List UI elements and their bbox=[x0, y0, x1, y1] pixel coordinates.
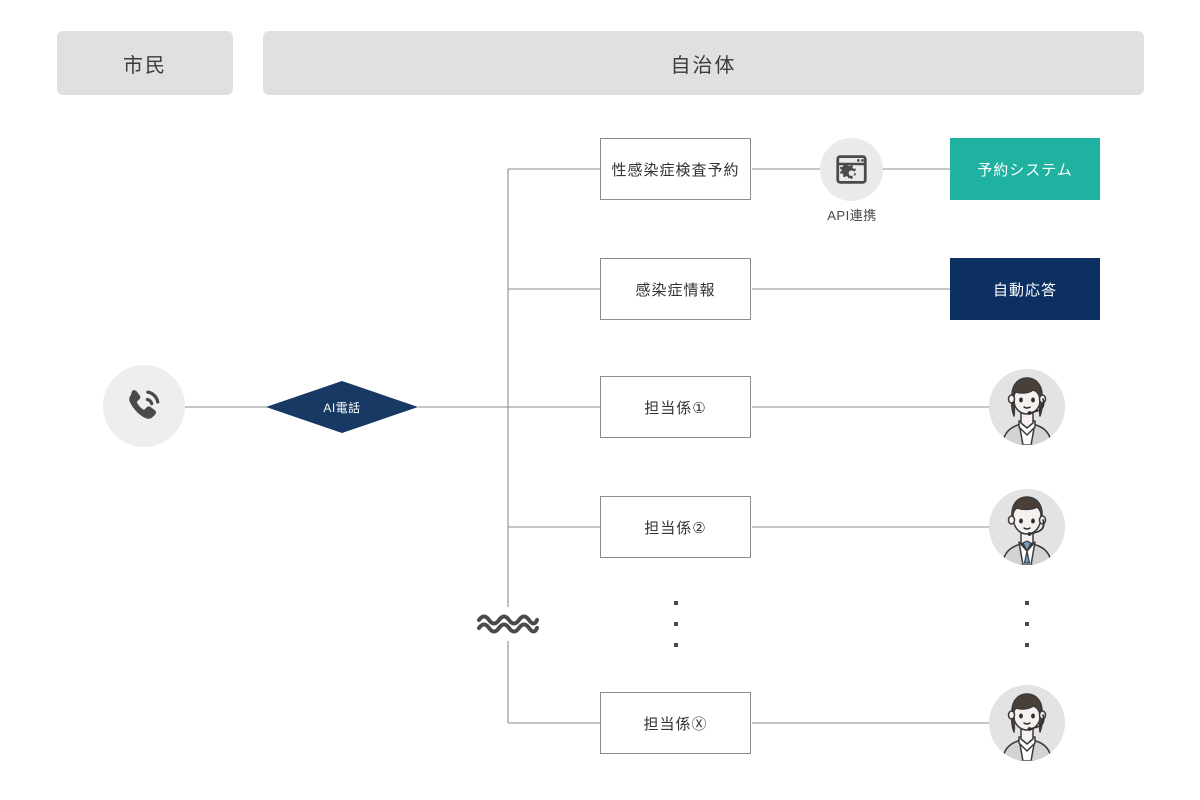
lane-header-government: 自治体 bbox=[263, 31, 1144, 95]
ellipsis-dot bbox=[674, 601, 678, 605]
ellipsis-dot bbox=[674, 643, 678, 647]
api-integration-caption: API連携 bbox=[827, 208, 877, 223]
node-box-sti-test-booking[interactable]: 性感染症検査予約 bbox=[600, 138, 751, 200]
ai-phone-gateway-label: AI電話 bbox=[323, 400, 361, 415]
operator-female-avatar-1 bbox=[989, 369, 1065, 445]
node-box-staff-2[interactable]: 担当係② bbox=[600, 496, 751, 558]
lane-header-citizen: 市民 bbox=[57, 31, 233, 95]
node-box-staff-x[interactable]: 担当係Ⓧ bbox=[600, 692, 751, 754]
browser-gear-icon bbox=[820, 138, 883, 201]
node-box-staff-1[interactable]: 担当係① bbox=[600, 376, 751, 438]
ellipsis-middle bbox=[674, 601, 678, 647]
system-box-auto-response[interactable]: 自動応答 bbox=[950, 258, 1100, 320]
ellipsis-right bbox=[1025, 601, 1029, 647]
phone-ringing-icon bbox=[103, 365, 185, 447]
ellipsis-dot bbox=[674, 622, 678, 626]
node-box-infection-info[interactable]: 感染症情報 bbox=[600, 258, 751, 320]
operator-male-avatar bbox=[989, 489, 1065, 565]
system-box-reservation[interactable]: 予約システム bbox=[950, 138, 1100, 200]
ellipsis-dot bbox=[1025, 601, 1029, 605]
operator-female-avatar-2 bbox=[989, 685, 1065, 761]
ellipsis-dot bbox=[1025, 643, 1029, 647]
ai-phone-gateway[interactable]: AI電話 bbox=[266, 381, 418, 433]
wavy-break-icon bbox=[477, 614, 539, 634]
ellipsis-dot bbox=[1025, 622, 1029, 626]
